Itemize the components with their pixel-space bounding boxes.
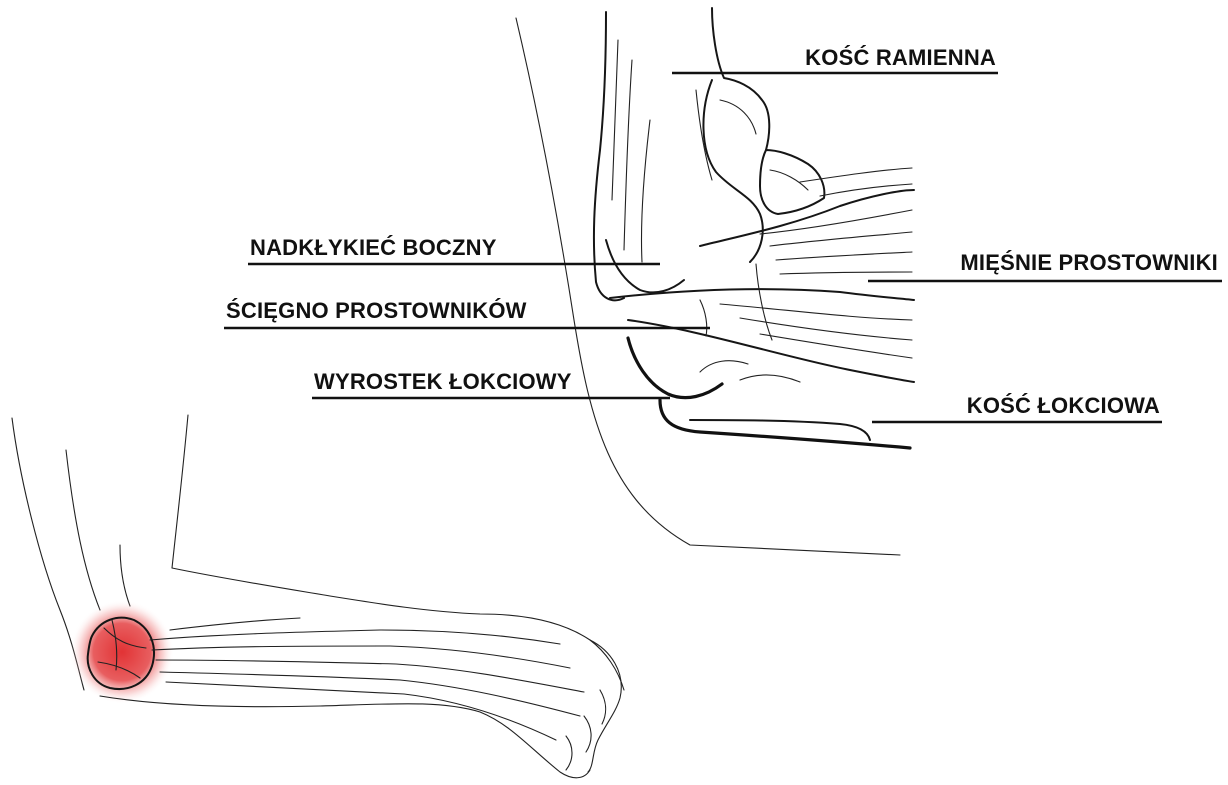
skin-outline xyxy=(516,18,900,555)
ulna-outline xyxy=(660,400,910,448)
label-ulna: KOŚĆ ŁOKCIOWA xyxy=(967,393,1160,418)
forearm-outline-top xyxy=(172,568,624,690)
label-lateral-epicondyle: NADKŁYKIEĆ BOCZNY xyxy=(250,235,497,260)
label-extensor-muscles: MIĘŚNIE PROSTOWNIKI xyxy=(960,250,1218,275)
olecranon-outline xyxy=(628,338,722,398)
elbow-illustration xyxy=(516,8,914,555)
forearm-outline-bottom xyxy=(100,696,590,778)
trochlea xyxy=(760,150,824,214)
forearm-fibres xyxy=(150,618,584,740)
humerus-condyle xyxy=(703,80,762,262)
condyle-detail xyxy=(720,100,808,190)
arm-illustration xyxy=(12,415,624,778)
upper-arm-contour xyxy=(66,450,130,610)
humerus-shaft xyxy=(594,12,624,300)
label-olecranon: WYROSTEK ŁOKCIOWY xyxy=(314,369,572,394)
upper-arm-outline-right xyxy=(172,415,188,568)
label-humerus: KOŚĆ RAMIENNA xyxy=(805,45,996,70)
fist-knuckles xyxy=(566,690,606,770)
olecranon-detail xyxy=(700,361,800,382)
fist-outline xyxy=(588,640,621,772)
lateral-epicondyle-shape xyxy=(606,240,684,292)
label-extensor-tendon: ŚCIĘGNO PROSTOWNIKÓW xyxy=(226,298,527,323)
humerus-shaft-right xyxy=(712,8,769,150)
